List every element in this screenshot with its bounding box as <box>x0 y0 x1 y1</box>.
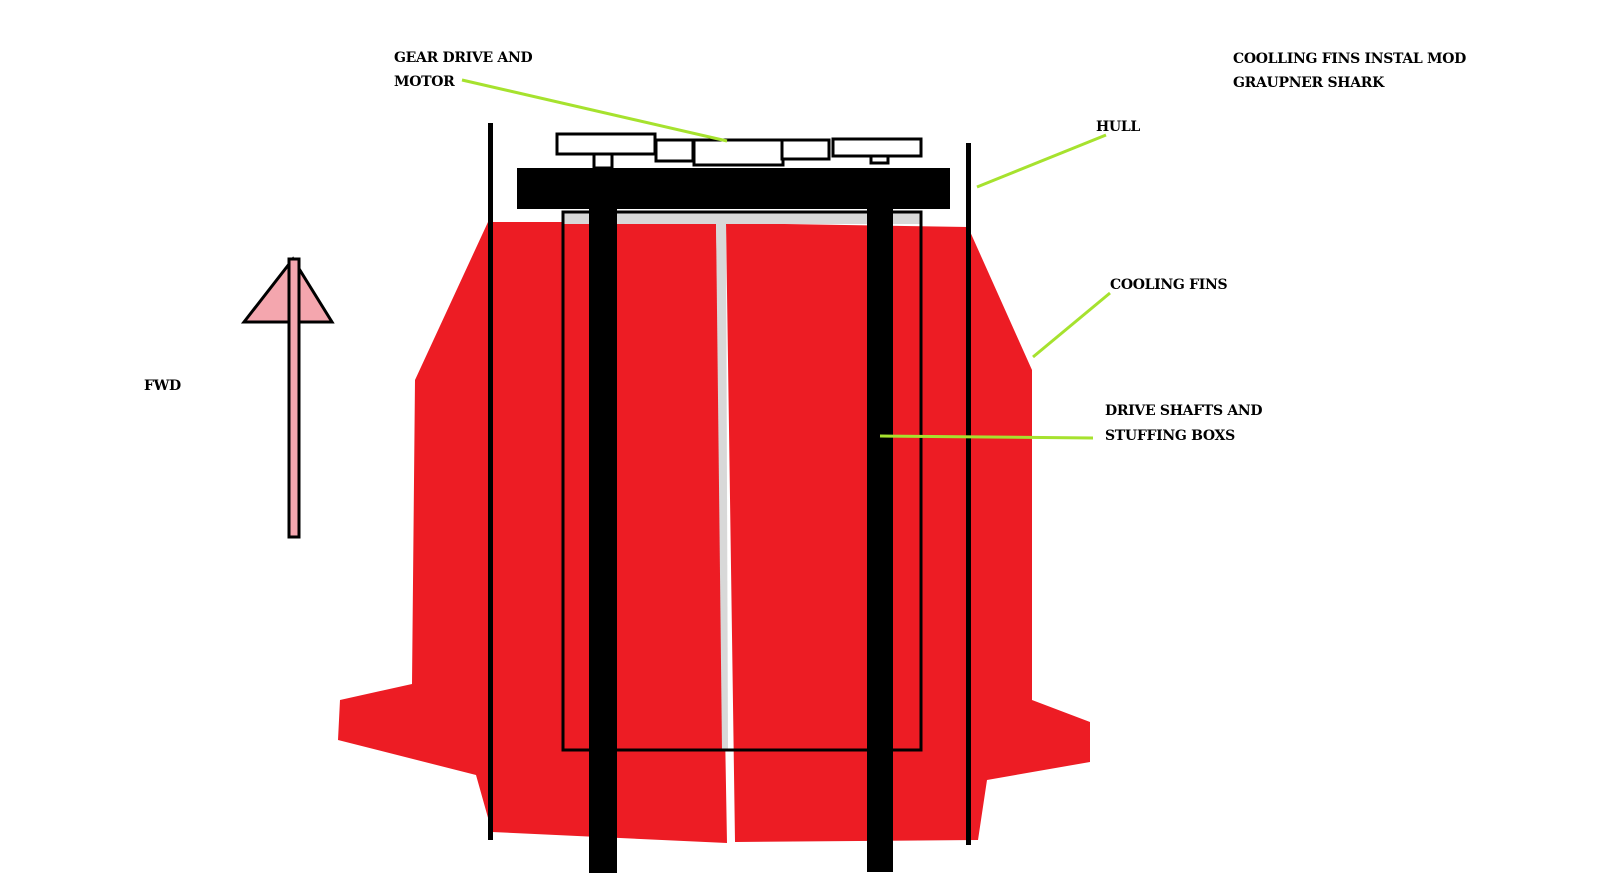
cooling-fins-label: COOLING FINS <box>1110 277 1228 293</box>
inner-outline <box>561 210 923 752</box>
drive-shafts-label: DRIVE SHAFTS AND <box>1105 403 1262 419</box>
title-line-2: GRAUPNER SHARK <box>1233 75 1385 91</box>
drive-shafts-label-2: STUFFING BOXS <box>1105 428 1235 444</box>
gear-drive-label: GEAR DRIVE AND <box>394 50 532 66</box>
fwd-label: FWD <box>144 378 181 394</box>
drive-shaft-right <box>867 208 893 872</box>
cooling-fin-right <box>726 223 1090 842</box>
hull-side-right <box>966 143 971 845</box>
fin-gap <box>716 222 728 750</box>
mount-plate <box>563 212 921 224</box>
leader-lines <box>461 78 1111 440</box>
gear-drive-label-2: MOTOR <box>394 74 455 90</box>
hull-label: HULL <box>1096 119 1140 135</box>
drive-shaft-left <box>589 208 617 873</box>
forward-arrow-icon <box>240 256 335 539</box>
motor-mount-bar <box>517 168 950 209</box>
title-line-1: COOLLING FINS INSTAL MOD <box>1233 51 1466 67</box>
gear-drive <box>555 132 923 170</box>
cooling-fin-left <box>338 222 727 843</box>
hull-side-left <box>488 123 493 840</box>
